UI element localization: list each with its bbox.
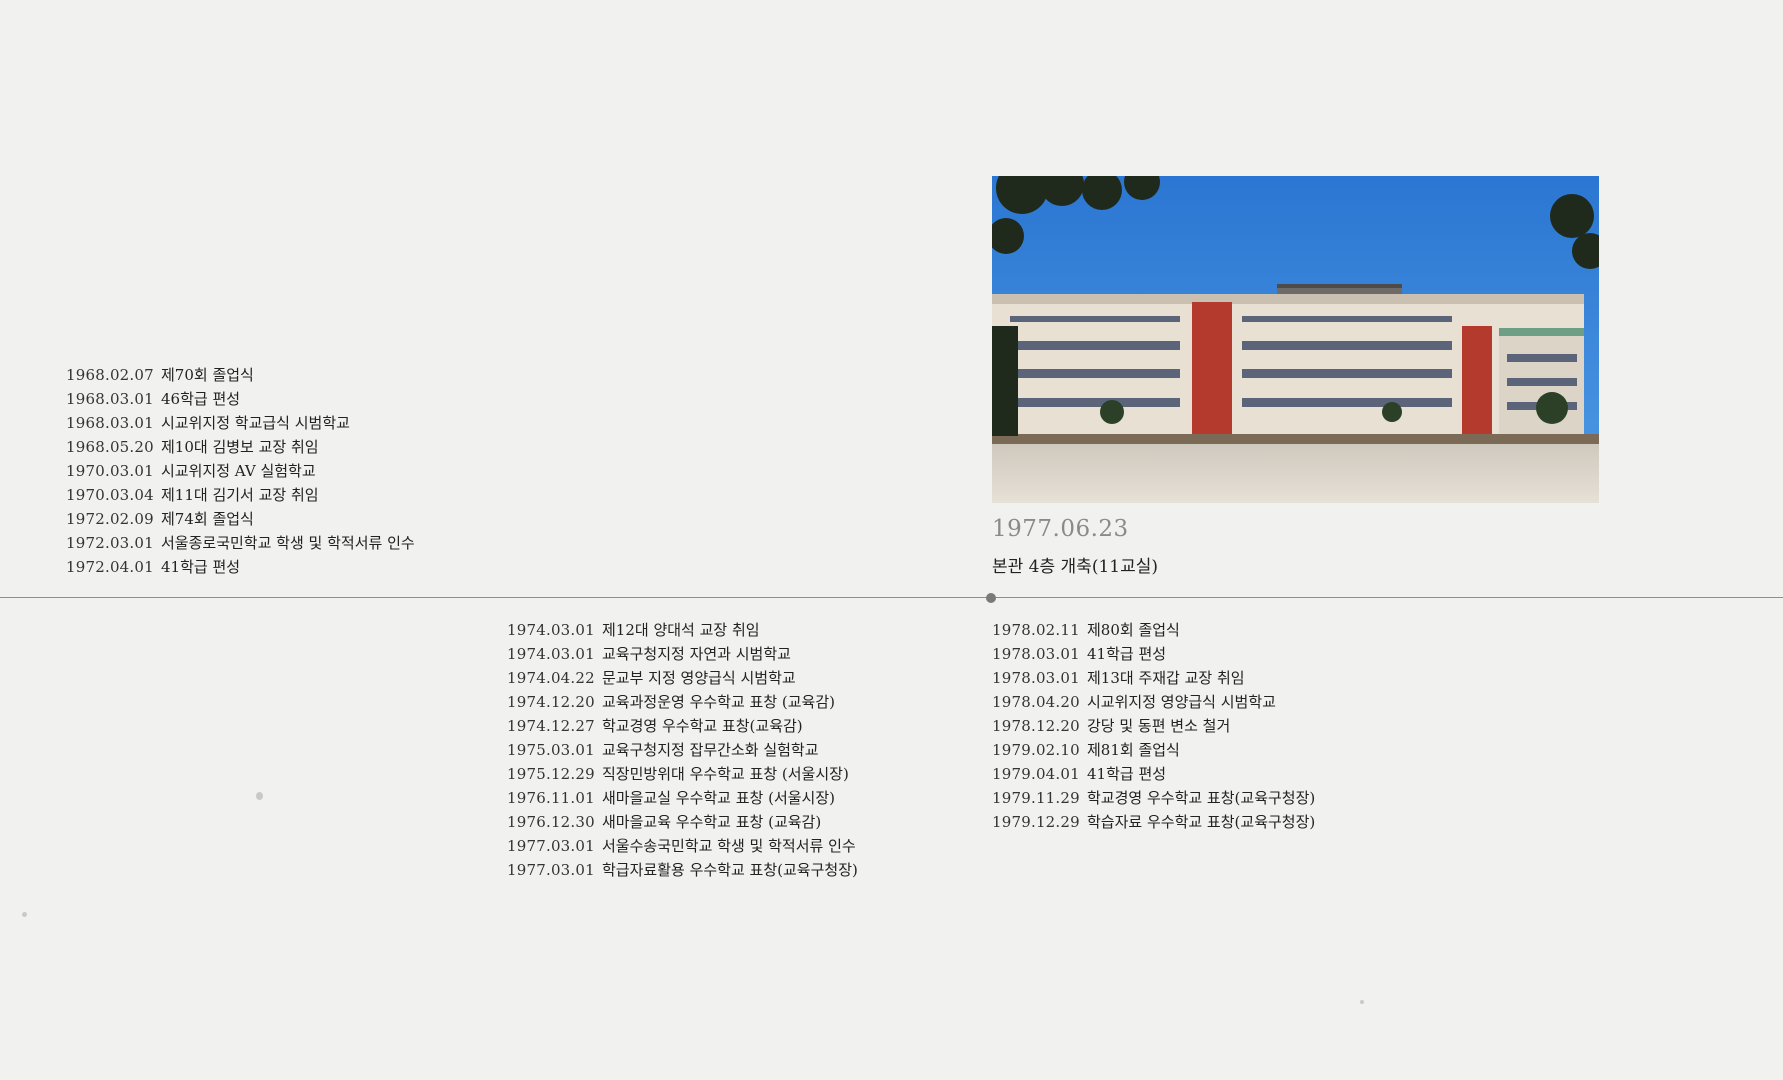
- event-date: 1978.02.11: [992, 621, 1080, 639]
- timeline-event: 1974.04.22 문교부 지정 영양급식 시범학교: [507, 666, 858, 690]
- timeline-event: 1974.12.20 교육과정운영 우수학교 표창 (교육감): [507, 690, 858, 714]
- timeline-event: 1970.03.01 시교위지정 AV 실험학교: [66, 459, 415, 483]
- event-description: 학교경영 우수학교 표창(교육구청장): [1087, 789, 1316, 807]
- timeline-event: 1978.03.01 41학급 편성: [992, 642, 1315, 666]
- timeline-event: 1978.12.20 강당 및 동편 변소 철거: [992, 714, 1315, 738]
- timeline-event: 1979.02.10 제81회 졸업식: [992, 738, 1315, 762]
- event-date: 1970.03.01: [66, 462, 154, 480]
- timeline-list-1974-1977: 1974.03.01 제12대 양대석 교장 취임 1974.03.01 교육구청지정…: [507, 618, 858, 882]
- event-description: 학교경영 우수학교 표창(교육감): [602, 717, 803, 735]
- event-date: 1970.03.04: [66, 486, 154, 504]
- timeline-event: 1974.03.01 제12대 양대석 교장 취임: [507, 618, 858, 642]
- event-description: 교육구청지정 잡무간소화 실험학교: [602, 741, 819, 759]
- timeline-marker-dot: [986, 593, 996, 603]
- event-description: 제81회 졸업식: [1087, 741, 1180, 759]
- event-date: 1979.02.10: [992, 741, 1080, 759]
- event-date: 1972.02.09: [66, 510, 154, 528]
- school-building-photo: [992, 176, 1599, 503]
- timeline-event: 1979.12.29 학습자료 우수학교 표창(교육구청장): [992, 810, 1315, 834]
- event-date: 1979.04.01: [992, 765, 1080, 783]
- event-date: 1979.11.29: [992, 789, 1080, 807]
- timeline-event: 1975.12.29 직장민방위대 우수학교 표창 (서울시장): [507, 762, 858, 786]
- event-date: 1979.12.29: [992, 813, 1080, 831]
- event-date: 1974.03.01: [507, 621, 595, 639]
- event-description: 41학급 편성: [1087, 645, 1167, 663]
- event-date: 1978.03.01: [992, 645, 1080, 663]
- timeline-event: 1968.03.01 시교위지정 학교급식 시범학교: [66, 411, 415, 435]
- event-description: 직장민방위대 우수학교 표창 (서울시장): [602, 765, 849, 783]
- event-description: 제12대 양대석 교장 취임: [602, 621, 760, 639]
- event-description: 제10대 김병보 교장 취임: [161, 438, 319, 456]
- event-date: 1976.12.30: [507, 813, 595, 831]
- event-date: 1976.11.01: [507, 789, 595, 807]
- event-date: 1968.03.01: [66, 390, 154, 408]
- event-date: 1978.03.01: [992, 669, 1080, 687]
- highlight-caption: 본관 4층 개축(11교실): [992, 557, 1158, 577]
- event-description: 새마을교육 우수학교 표창 (교육감): [602, 813, 822, 831]
- event-description: 제70회 졸업식: [161, 366, 254, 384]
- event-description: 문교부 지정 영양급식 시범학교: [602, 669, 796, 687]
- event-description: 41학급 편성: [161, 558, 241, 576]
- timeline-event: 1976.11.01 새마을교실 우수학교 표창 (서울시장): [507, 786, 858, 810]
- event-description: 교육구청지정 자연과 시범학교: [602, 645, 791, 663]
- event-description: 제74회 졸업식: [161, 510, 254, 528]
- timeline-event: 1970.03.04 제11대 김기서 교장 취임: [66, 483, 415, 507]
- timeline-event: 1972.03.01 서울종로국민학교 학생 및 학적서류 인수: [66, 531, 415, 555]
- event-date: 1968.03.01: [66, 414, 154, 432]
- event-date: 1977.03.01: [507, 837, 595, 855]
- timeline-event: 1977.03.01 학급자료활용 우수학교 표창(교육구청장): [507, 858, 858, 882]
- timeline-event: 1975.03.01 교육구청지정 잡무간소화 실험학교: [507, 738, 858, 762]
- event-date: 1977.03.01: [507, 861, 595, 879]
- timeline-event: 1977.03.01 서울수송국민학교 학생 및 학적서류 인수: [507, 834, 858, 858]
- event-description: 새마을교실 우수학교 표창 (서울시장): [602, 789, 836, 807]
- timeline-event: 1974.12.27 학교경영 우수학교 표창(교육감): [507, 714, 858, 738]
- timeline-event: 1972.04.01 41학급 편성: [66, 555, 415, 579]
- event-description: 제11대 김기서 교장 취임: [161, 486, 319, 504]
- event-description: 시교위지정 영양급식 시범학교: [1087, 693, 1276, 711]
- timeline-axis: [0, 597, 1783, 598]
- event-description: 제13대 주재갑 교장 취임: [1087, 669, 1245, 687]
- event-date: 1974.03.01: [507, 645, 595, 663]
- timeline-event: 1978.02.11 제80회 졸업식: [992, 618, 1315, 642]
- timeline-event: 1979.04.01 41학급 편성: [992, 762, 1315, 786]
- event-date: 1968.05.20: [66, 438, 154, 456]
- event-date: 1968.02.07: [66, 366, 154, 384]
- paper-fleck: [1360, 1000, 1364, 1004]
- timeline-event: 1979.11.29 학교경영 우수학교 표창(교육구청장): [992, 786, 1315, 810]
- event-date: 1974.12.27: [507, 717, 595, 735]
- event-description: 서울수송국민학교 학생 및 학적서류 인수: [602, 837, 856, 855]
- timeline-event: 1978.03.01 제13대 주재갑 교장 취임: [992, 666, 1315, 690]
- timeline-event: 1968.03.01 46학급 편성: [66, 387, 415, 411]
- event-date: 1978.12.20: [992, 717, 1080, 735]
- event-date: 1974.04.22: [507, 669, 595, 687]
- timeline-event: 1972.02.09 제74회 졸업식: [66, 507, 415, 531]
- event-date: 1972.03.01: [66, 534, 154, 552]
- timeline-event: 1974.03.01 교육구청지정 자연과 시범학교: [507, 642, 858, 666]
- paper-fleck: [22, 912, 27, 917]
- event-date: 1974.12.20: [507, 693, 595, 711]
- timeline-event: 1968.05.20 제10대 김병보 교장 취임: [66, 435, 415, 459]
- event-description: 46학급 편성: [161, 390, 241, 408]
- event-date: 1978.04.20: [992, 693, 1080, 711]
- highlight-date: 1977.06.23: [992, 516, 1129, 542]
- event-description: 강당 및 동편 변소 철거: [1087, 717, 1231, 735]
- event-description: 서울종로국민학교 학생 및 학적서류 인수: [161, 534, 415, 552]
- event-description: 시교위지정 학교급식 시범학교: [161, 414, 350, 432]
- event-description: 시교위지정 AV 실험학교: [161, 462, 316, 480]
- event-description: 학습자료 우수학교 표창(교육구청장): [1087, 813, 1316, 831]
- event-description: 제80회 졸업식: [1087, 621, 1180, 639]
- event-date: 1975.03.01: [507, 741, 595, 759]
- event-description: 교육과정운영 우수학교 표창 (교육감): [602, 693, 836, 711]
- timeline-event: 1968.02.07 제70회 졸업식: [66, 363, 415, 387]
- timeline-event: 1978.04.20 시교위지정 영양급식 시범학교: [992, 690, 1315, 714]
- timeline-event: 1976.12.30 새마을교육 우수학교 표창 (교육감): [507, 810, 858, 834]
- event-description: 41학급 편성: [1087, 765, 1167, 783]
- event-date: 1972.04.01: [66, 558, 154, 576]
- paper-fleck: [256, 792, 263, 800]
- event-date: 1975.12.29: [507, 765, 595, 783]
- event-description: 학급자료활용 우수학교 표창(교육구청장): [602, 861, 858, 879]
